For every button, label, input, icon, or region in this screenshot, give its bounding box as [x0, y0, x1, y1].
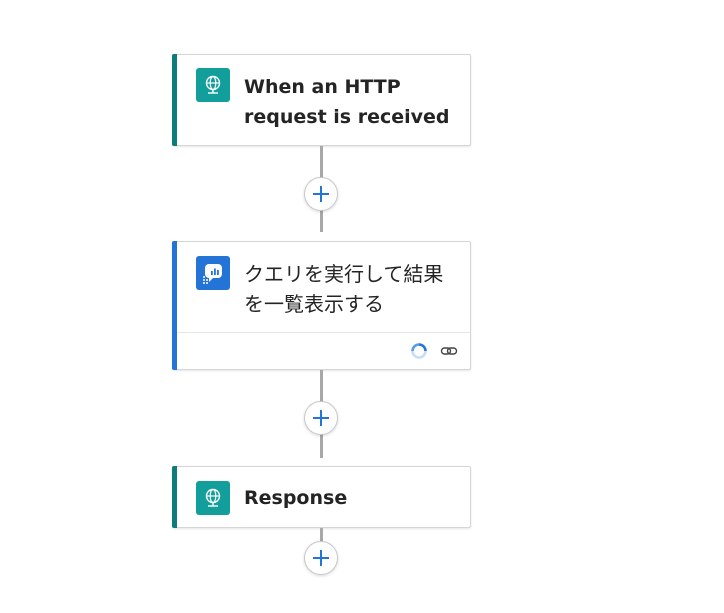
- card-accent-stripe: [172, 241, 177, 370]
- action-card-run-query[interactable]: クエリを実行して結果 を一覧表示する: [172, 241, 471, 370]
- trigger-card-http-request[interactable]: When an HTTP request is received: [172, 54, 471, 146]
- add-step-button[interactable]: [304, 177, 338, 211]
- add-step-button[interactable]: [304, 401, 338, 435]
- card-accent-stripe: [172, 54, 177, 146]
- step-title-line-2: を一覧表示する: [244, 292, 384, 316]
- link-icon[interactable]: [440, 342, 458, 360]
- http-globe-icon: [196, 68, 230, 102]
- plus-icon: [313, 550, 329, 566]
- step-title: Response: [244, 487, 348, 509]
- step-title-line-2: request is received: [244, 106, 450, 128]
- add-step-button[interactable]: [304, 541, 338, 575]
- step-title: クエリを実行して結果 を一覧表示する: [244, 259, 443, 319]
- plus-icon: [313, 410, 329, 426]
- http-globe-icon: [196, 481, 230, 515]
- card-footer: [177, 332, 470, 369]
- step-title: When an HTTP request is received: [244, 72, 450, 132]
- loading-spinner-icon: [411, 343, 427, 359]
- step-title-line-1: クエリを実行して結果: [244, 262, 444, 286]
- kusto-query-icon: [196, 256, 230, 290]
- action-card-response[interactable]: Response: [172, 466, 471, 528]
- plus-icon: [313, 186, 329, 202]
- connector-line: [320, 528, 323, 542]
- step-title-line-1: When an HTTP: [244, 76, 401, 98]
- card-accent-stripe: [172, 466, 177, 528]
